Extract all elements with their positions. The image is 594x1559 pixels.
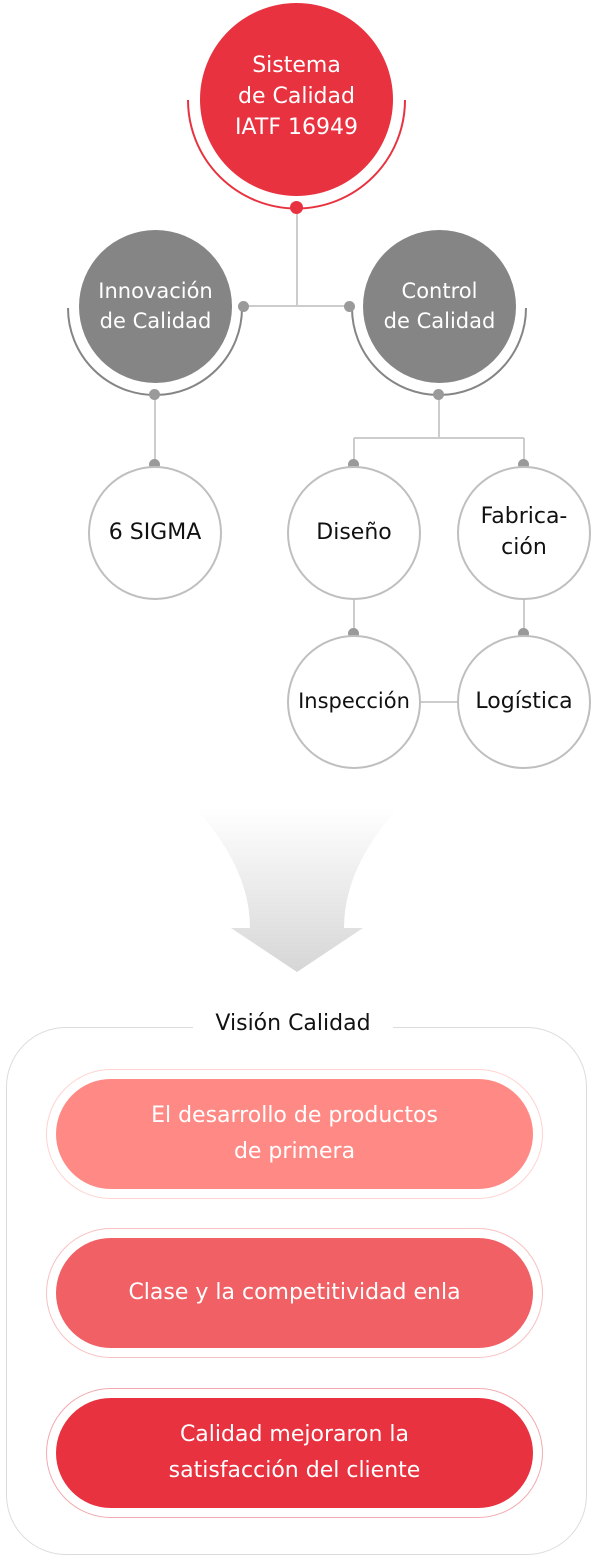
vision-item-ring xyxy=(46,1069,543,1199)
manufacturing-label-line2: ción xyxy=(501,535,547,560)
innovation-bottom-dot xyxy=(149,389,160,400)
inspection-node: Inspección xyxy=(287,635,421,769)
inspection-top-dot xyxy=(348,628,359,639)
design-label: Diseño xyxy=(316,519,392,545)
logistics-top-dot xyxy=(518,628,529,639)
down-arrow-icon xyxy=(195,808,398,972)
vision-item: Clase y la competitividad enla xyxy=(56,1238,533,1348)
vision-item-line2: de primera xyxy=(233,1139,356,1164)
design-node: Diseño xyxy=(287,466,421,600)
control-label-line1: Control xyxy=(401,279,478,304)
sigma-node: 6 SIGMA xyxy=(88,466,222,600)
vision-item-line1: El desarrollo de productos xyxy=(151,1102,438,1128)
inspection-label: Inspección xyxy=(298,689,410,714)
innovation-node: Innovación de Calidad xyxy=(79,230,232,383)
vision-item-ring xyxy=(46,1388,543,1518)
control-side-dot xyxy=(344,301,355,312)
root-label-line1: Sistema xyxy=(252,53,341,79)
control-label-line2: de Calidad xyxy=(383,308,496,333)
vision-item: El desarrollo de productos de primera xyxy=(56,1079,533,1189)
manufacturing-top-dot xyxy=(518,459,529,470)
vision-item: Calidad mejoraron la satisfacción del cl… xyxy=(56,1398,533,1508)
sigma-label: 6 SIGMA xyxy=(108,519,202,545)
logistics-label: Logística xyxy=(475,688,573,714)
vision-title: Visión Calidad xyxy=(193,1007,393,1041)
vision-item-ring xyxy=(46,1228,543,1358)
innovation-label-line2: de Calidad xyxy=(99,308,212,333)
logistics-node: Logística xyxy=(457,635,591,769)
vision-item-line2: satisfacción del cliente xyxy=(168,1458,421,1483)
innovation-label-line1: Innovación xyxy=(98,279,213,304)
manufacturing-label-line1: Fabrica- xyxy=(480,504,568,530)
design-top-dot xyxy=(348,459,359,470)
manufacturing-node: Fabrica- ción xyxy=(457,466,591,600)
vision-item-line1: Calidad mejoraron la xyxy=(179,1421,410,1447)
root-label-line3: IATF 16949 xyxy=(235,114,358,140)
sigma-top-dot xyxy=(149,459,160,470)
vision-item-line1: Clase y la competitividad enla xyxy=(128,1279,461,1305)
control-node: Control de Calidad xyxy=(363,230,516,383)
innovation-side-dot xyxy=(238,301,249,312)
root-label-line2: de Calidad xyxy=(238,84,355,110)
root-node: Sistema de Calidad IATF 16949 xyxy=(200,3,393,196)
control-bottom-dot xyxy=(433,389,444,400)
root-dot xyxy=(290,201,303,214)
